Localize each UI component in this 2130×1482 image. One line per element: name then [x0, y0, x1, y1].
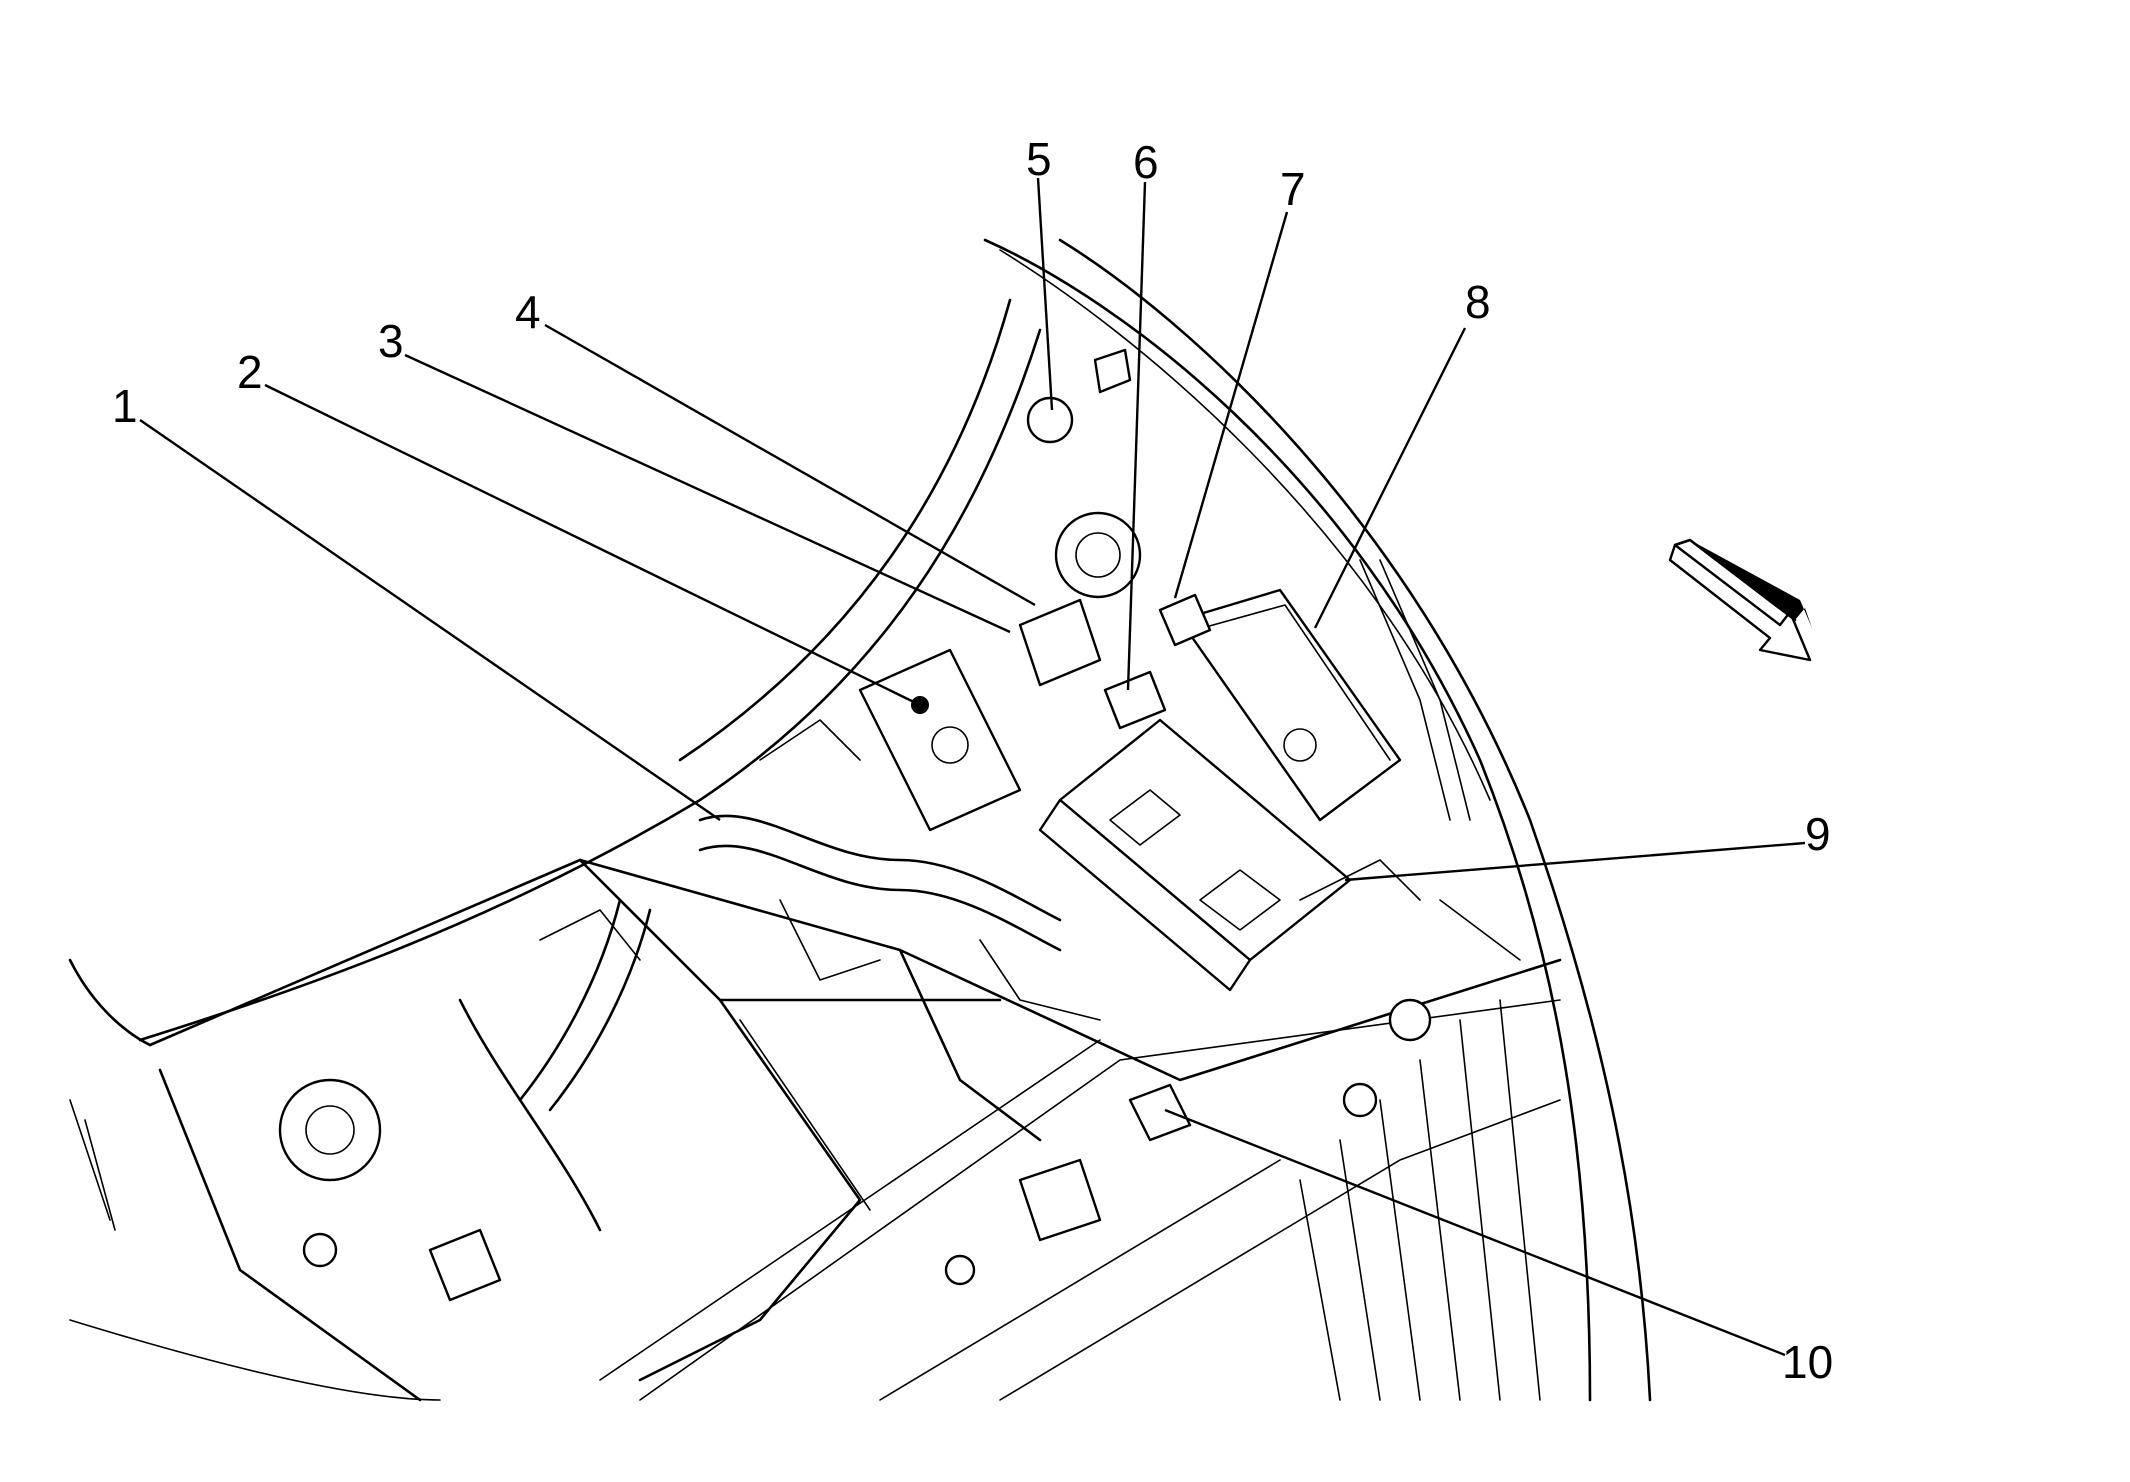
callout-5: 5 [1026, 133, 1052, 185]
callout-10: 10 [1782, 1336, 1833, 1388]
callout-3: 3 [378, 315, 404, 367]
leader-line-5 [1036, 177, 1054, 411]
leader-line-3 [404, 353, 1011, 634]
callout-6: 6 [1133, 136, 1159, 188]
leader-line-7 [1173, 211, 1289, 599]
vehicle-drawing [68, 238, 1652, 1402]
direction-arrow-icon [1668, 538, 1812, 662]
leader-line-1 [139, 419, 721, 821]
callout-4: 4 [515, 286, 541, 338]
callout-8: 8 [1465, 276, 1491, 328]
leader-line-8 [1313, 327, 1467, 629]
leader-line-4 [544, 323, 1036, 607]
leader-line-2 [264, 383, 921, 707]
callout-7: 7 [1280, 163, 1306, 215]
leader-lines [139, 177, 1806, 1357]
callout-numbers: 1 2 3 4 5 6 7 8 9 10 [112, 133, 1833, 1388]
callout-9: 9 [1805, 808, 1831, 860]
callout-2: 2 [237, 346, 263, 398]
leader-line-10 [1164, 1108, 1786, 1357]
leader-line-9 [1344, 841, 1806, 882]
leader-line-6 [1126, 181, 1147, 691]
callout-1: 1 [112, 380, 138, 432]
